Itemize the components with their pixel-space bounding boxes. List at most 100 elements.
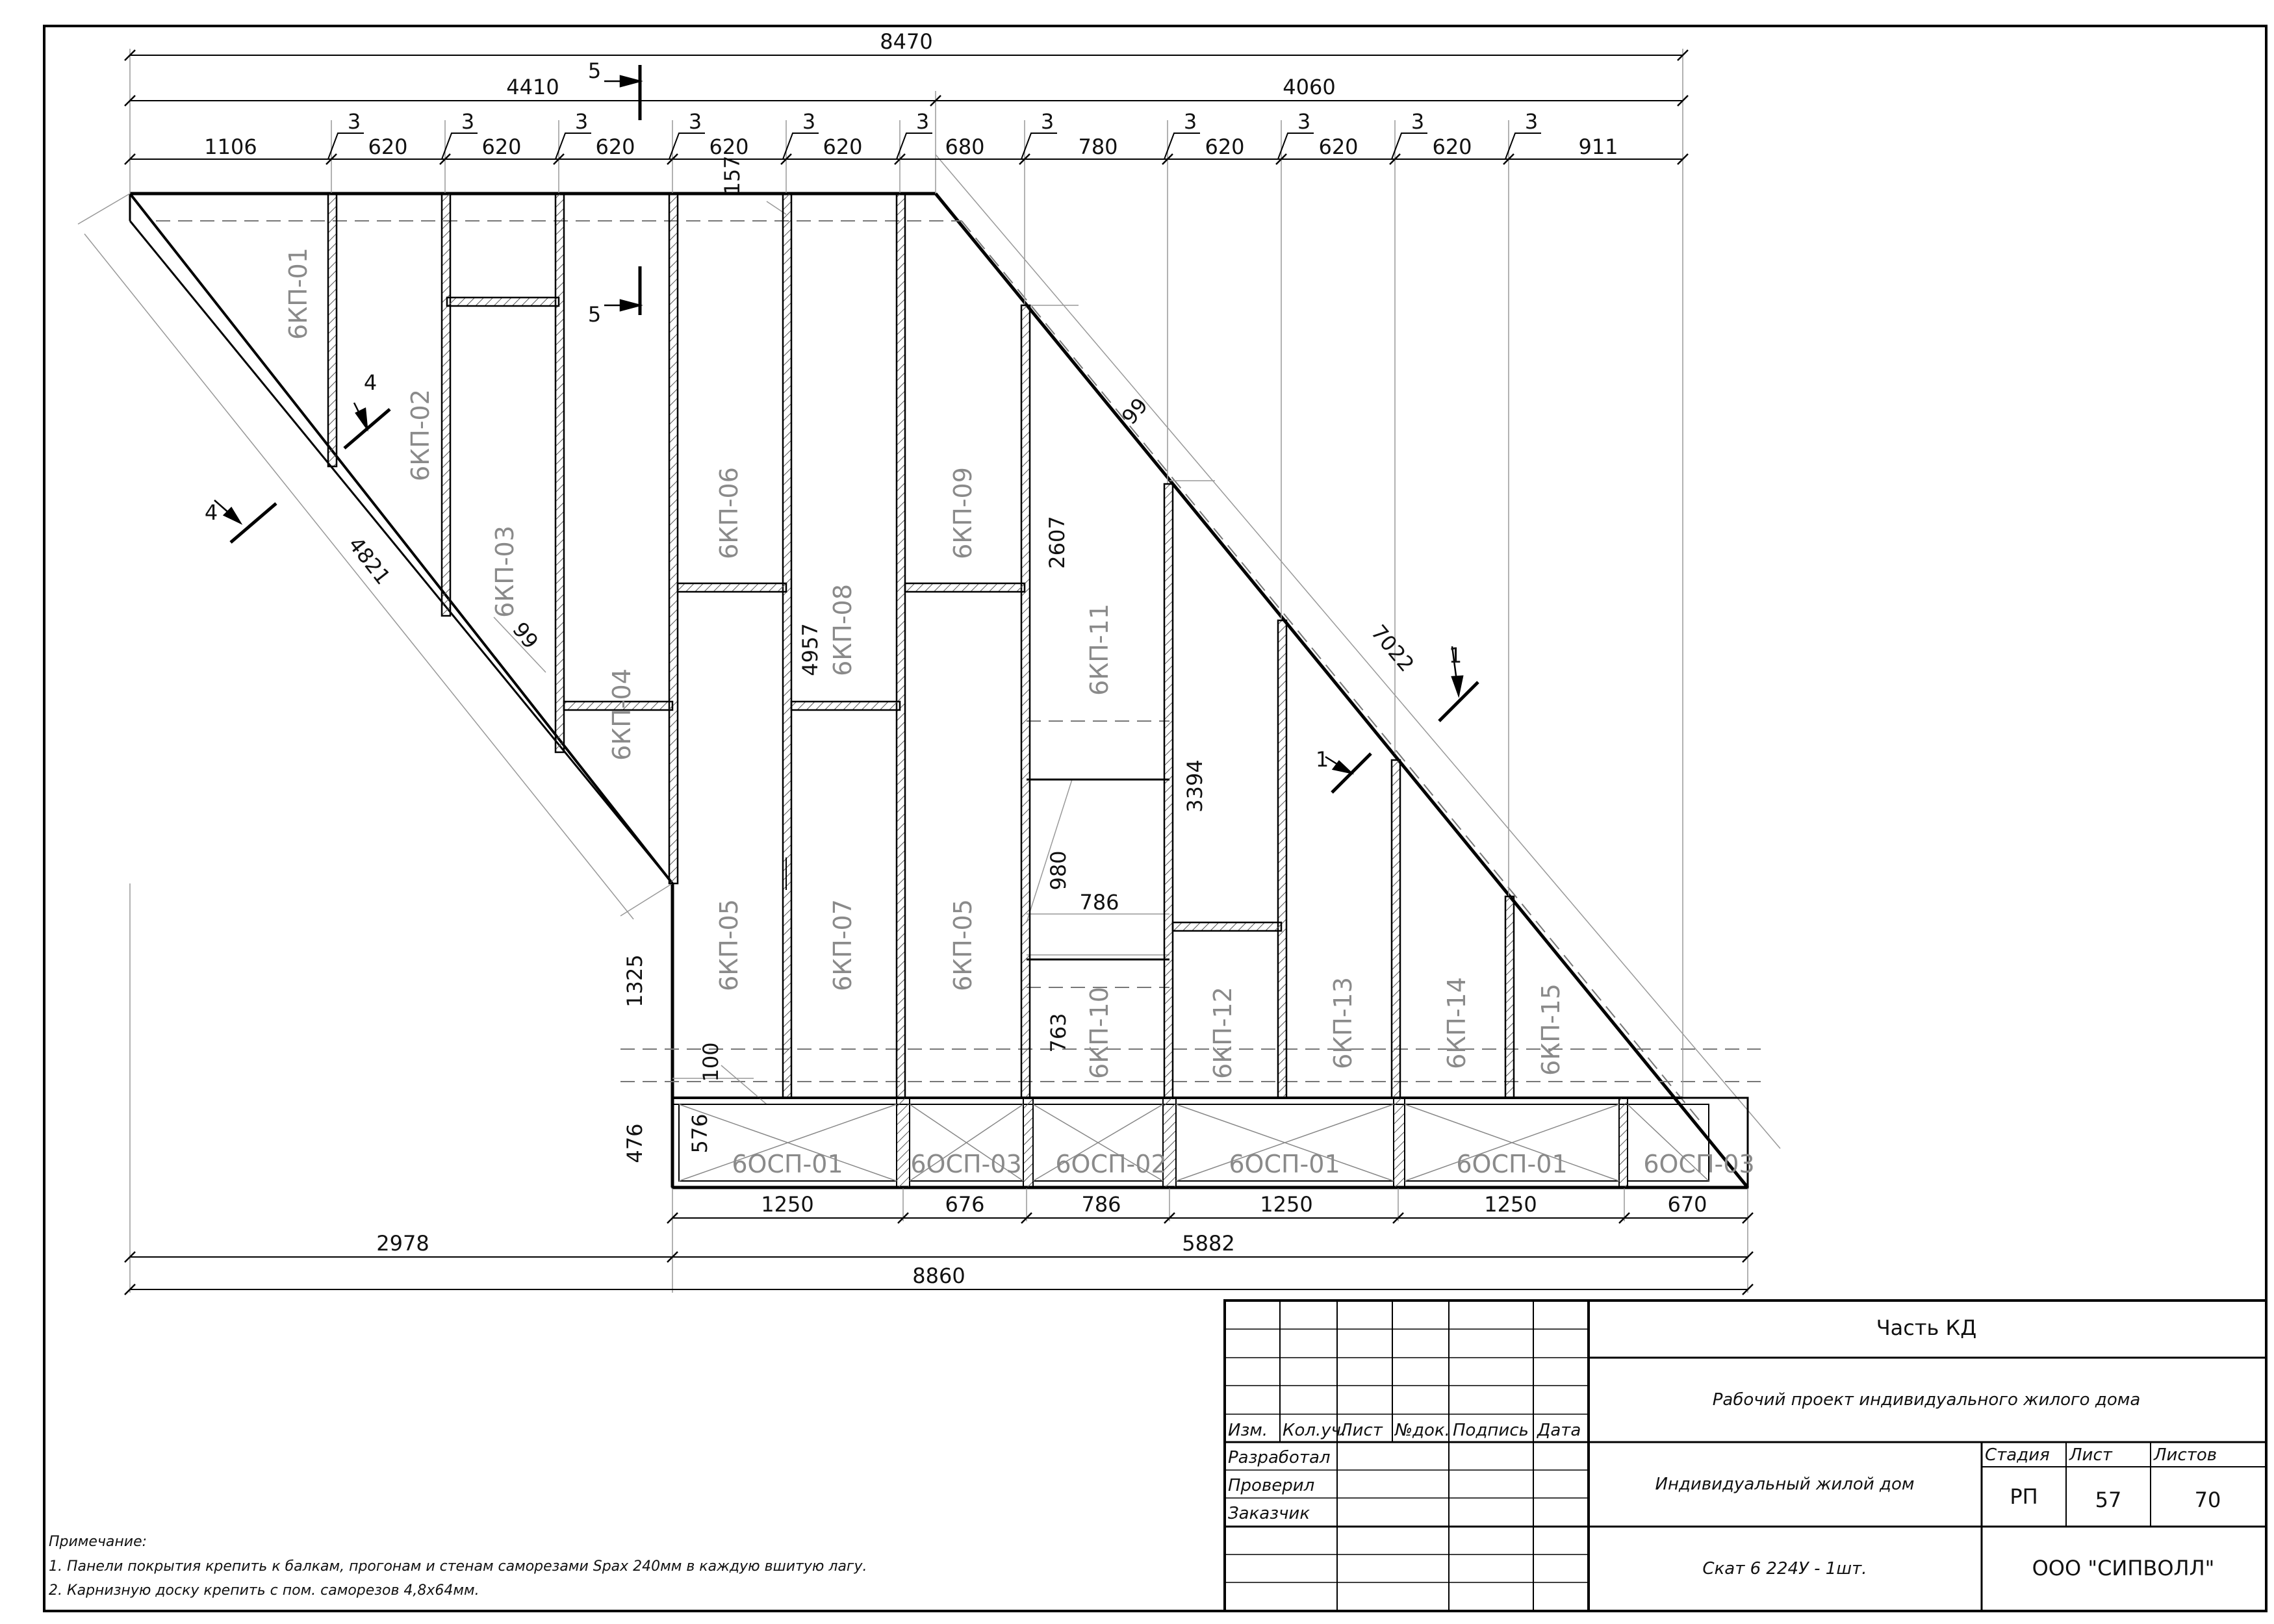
tb-company: ООО "СИПВОЛЛ" (2032, 1556, 2215, 1580)
gap-mark: 3 (689, 109, 702, 134)
gap-marks: 3 3 3 3 3 3 3 3 3 3 3 (348, 109, 1538, 134)
dim-bottom-total: 8860 (912, 1263, 965, 1288)
dim-bottom-4: 1250 (1260, 1192, 1312, 1217)
dim-diag-right: 7022 (1366, 620, 1419, 677)
dimension-ticks (124, 49, 1754, 1295)
gap-mark: 3 (802, 109, 815, 134)
section-4-upper: 4 (364, 370, 377, 395)
panel-label: 6КП-14 (1442, 977, 1471, 1069)
note-2: 2. Карнизную доску крепить с пом. саморе… (49, 1582, 479, 1599)
section-arrows (214, 75, 1464, 775)
panel-label: 6КП-09 (949, 467, 977, 559)
dim-top-5: 620 (709, 134, 748, 159)
dim-980: 980 (1046, 850, 1071, 890)
dim-99-left: 99 (507, 617, 543, 653)
dim-bottom-3: 786 (1081, 1192, 1121, 1217)
dim-top-1: 1106 (204, 134, 257, 159)
tb-header-sign: Подпись (1453, 1421, 1529, 1440)
eaves-label: 6ОСП-03 (910, 1150, 1021, 1178)
hidden-lines (156, 220, 1761, 1124)
tb-sheet: 57 (2095, 1488, 2122, 1512)
tb-stage: РП (2010, 1484, 2038, 1509)
panel-label: 6КП-05 (715, 899, 743, 991)
tb-stage-label: Стадия (1985, 1445, 2050, 1465)
panel-label: 6КП-12 (1208, 987, 1237, 1079)
gap-mark: 3 (1041, 109, 1054, 134)
gap-mark: 3 (1297, 109, 1310, 134)
rafter-members (327, 192, 1515, 1099)
tb-header-izm: Изм. (1228, 1421, 1268, 1440)
dim-top-total: 8470 (880, 29, 932, 54)
panel-label: 6КП-01 (284, 247, 313, 340)
panel-label: 6КП-11 (1085, 603, 1114, 696)
panel-label: 6КП-13 (1329, 977, 1357, 1069)
dim-157: 157 (720, 155, 745, 195)
dim-top-row: 1106 620 620 620 620 620 680 780 620 620… (204, 134, 1618, 159)
dim-top-4: 620 (595, 134, 635, 159)
dim-bottom-5: 1250 (1484, 1192, 1537, 1217)
panel-label: 6КП-10 (1085, 987, 1114, 1079)
gap-leaders (327, 133, 1541, 160)
section-1-lower: 1 (1316, 747, 1329, 772)
note-1: 1. Панели покрытия крепить к балкам, про… (49, 1558, 867, 1575)
dim-top-11: 620 (1432, 134, 1472, 159)
dim-786: 786 (1079, 890, 1119, 915)
gap-mark: 3 (916, 109, 929, 134)
eaves-dividers (896, 1097, 1628, 1188)
dim-top-9: 620 (1205, 134, 1244, 159)
dim-bottom-left: 2978 (376, 1231, 429, 1256)
dim-763: 763 (1046, 1013, 1071, 1052)
tb-header-doc: №док. (1394, 1421, 1450, 1440)
dim-top-6: 620 (823, 134, 862, 159)
tb-sheets-label: Листов (2153, 1445, 2217, 1465)
notes-title: Примечание: (49, 1534, 147, 1550)
tb-header-date: Дата (1537, 1421, 1581, 1440)
tb-role-developed: Разработал (1228, 1448, 1331, 1467)
dim-3394: 3394 (1182, 759, 1207, 812)
gap-mark: 3 (348, 109, 361, 134)
eaves-label: 6ОСП-03 (1643, 1150, 1754, 1178)
gap-mark: 3 (1411, 109, 1424, 134)
gap-mark: 3 (575, 109, 588, 134)
panel-labels: 6КП-01 6КП-02 6КП-03 6КП-04 6КП-06 6КП-0… (284, 247, 1565, 1079)
dim-top-right: 4060 (1283, 75, 1335, 99)
panel-label: 6КП-06 (715, 467, 743, 559)
tb-role-customer: Заказчик (1228, 1504, 1310, 1523)
section-5-top: 5 (588, 58, 601, 83)
sheet-frame (43, 25, 2268, 1612)
tb-header-list: Лист (1339, 1421, 1383, 1440)
dim-diag-left: 4821 (344, 532, 396, 589)
dim-bottom-2: 676 (945, 1192, 984, 1217)
section-4-lower: 4 (205, 500, 218, 525)
eaves-label: 6ОСП-01 (732, 1150, 843, 1178)
dim-top-2: 620 (368, 134, 407, 159)
panel-label: 6КП-03 (491, 526, 519, 618)
tb-role-checked: Проверил (1228, 1476, 1314, 1495)
tb-header-kol: Кол.уч. (1283, 1421, 1346, 1440)
dim-476: 476 (622, 1123, 647, 1163)
eaves-cross-lines (678, 1104, 1709, 1182)
panel-label: 6КП-05 (949, 899, 977, 991)
panel-label: 6КП-15 (1537, 983, 1565, 1076)
dim-100: 100 (698, 1042, 723, 1082)
eaves-label: 6ОСП-01 (1456, 1150, 1567, 1178)
title-block-frame (1223, 1299, 2268, 1612)
panel-label: 6КП-08 (828, 584, 857, 676)
dim-top-12: 911 (1578, 134, 1618, 159)
panel-label: 6КП-04 (607, 668, 636, 761)
panel-boundaries (671, 778, 1169, 1187)
dim-top-3: 620 (481, 134, 521, 159)
dim-bottom-6: 670 (1667, 1192, 1707, 1217)
eaves-label: 6ОСП-02 (1055, 1150, 1166, 1178)
dim-top-8: 780 (1078, 134, 1118, 159)
dim-4957: 4957 (798, 623, 823, 676)
dim-576: 576 (687, 1113, 712, 1153)
tb-object: Индивидуальный жилой дом (1655, 1475, 1915, 1494)
extension-lines (77, 49, 1781, 1293)
dim-top-7: 680 (945, 134, 984, 159)
dim-2607: 2607 (1045, 516, 1069, 568)
panel-label: 6КП-07 (828, 899, 857, 991)
eaves-label: 6ОСП-01 (1229, 1150, 1340, 1178)
tb-sheets: 70 (2195, 1488, 2221, 1512)
